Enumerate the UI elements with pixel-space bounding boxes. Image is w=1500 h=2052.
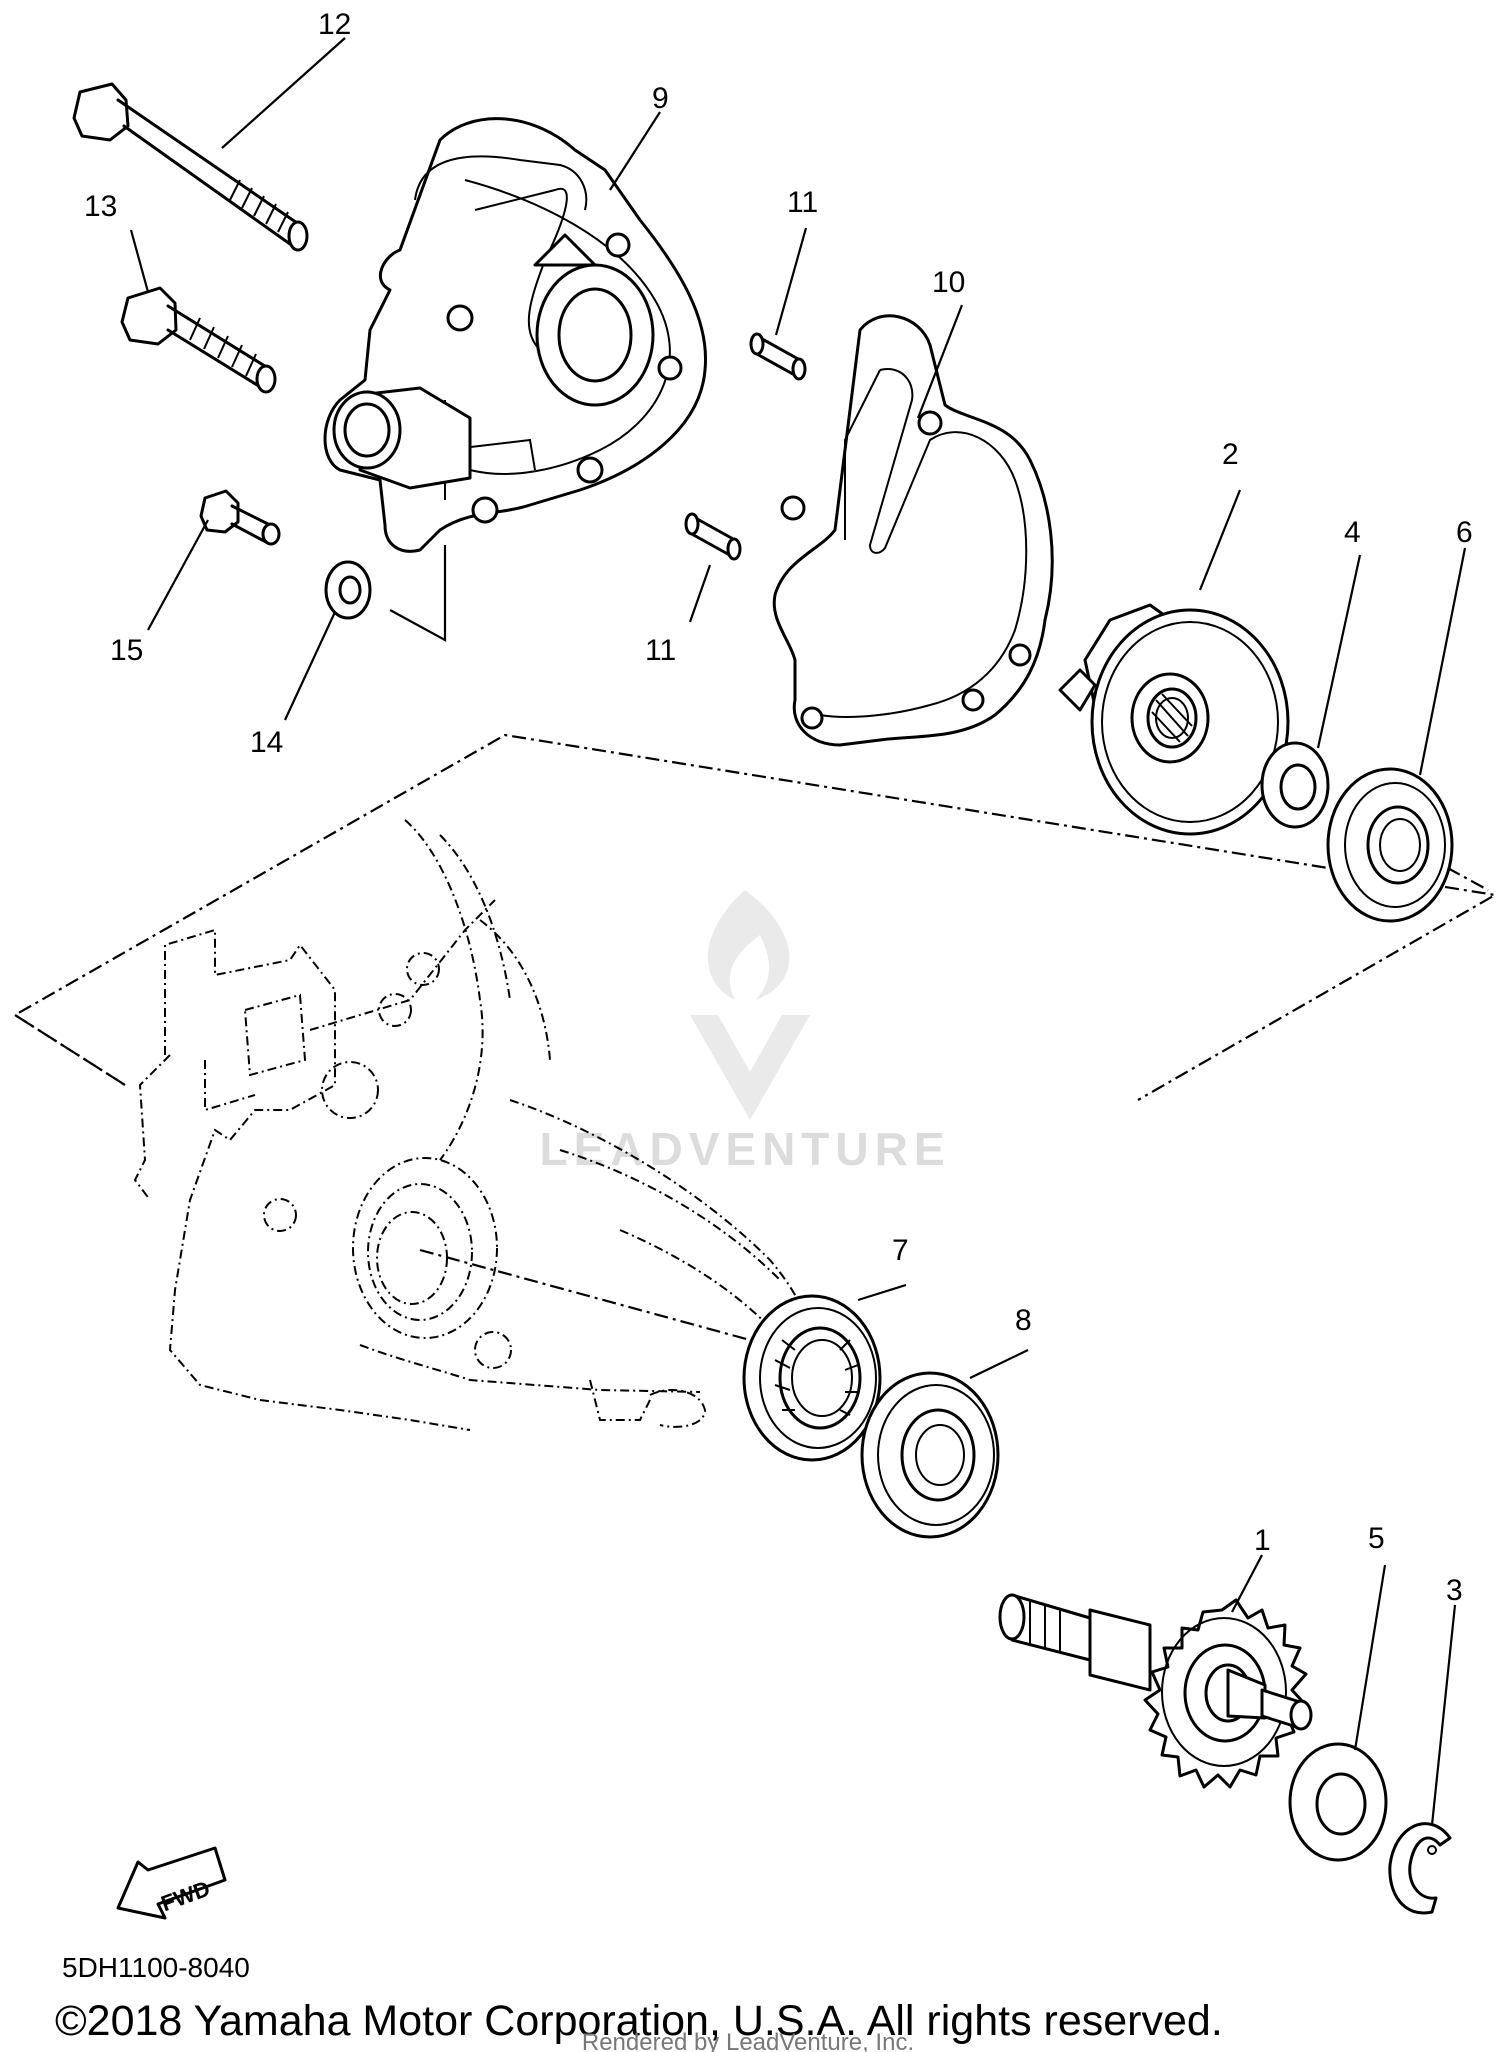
impeller-shaft <box>998 1593 1313 1789</box>
callout-leaders <box>129 37 1467 1826</box>
callout-4: 4 <box>1344 516 1361 549</box>
callout-2: 2 <box>1222 438 1239 471</box>
bearing <box>742 1294 882 1462</box>
diagram-code: 5DH1100-8040 <box>62 1952 250 1983</box>
oil-seal-washer <box>1260 741 1330 829</box>
callout-11-lower: 11 <box>645 634 676 667</box>
callout-3: 3 <box>1446 1574 1463 1607</box>
dowel-pin-lower <box>684 512 742 561</box>
leadventure-watermark <box>690 890 810 1120</box>
bearing-axis-line <box>419 1248 751 1342</box>
oil-seal-8 <box>860 1371 1000 1539</box>
callout-12: 12 <box>318 8 351 41</box>
copyright-line: ©2018 Yamaha Motor Corporation, U.S.A. A… <box>55 1997 1223 2045</box>
long-bolt <box>72 82 309 252</box>
watermark-text: LEADVENTURE <box>539 1123 950 1175</box>
callout-14: 14 <box>250 726 283 759</box>
shaft-axis-line <box>1399 841 1489 891</box>
washer-5 <box>1288 1742 1388 1862</box>
callout-13: 13 <box>84 190 117 223</box>
impeller <box>1058 603 1290 836</box>
callout-10: 10 <box>932 266 965 299</box>
callout-numbers: 1 2 3 4 5 6 7 8 9 10 11 11 12 13 14 15 <box>84 8 1473 1607</box>
crankcase-phantom <box>133 819 821 1431</box>
washer-14 <box>324 560 372 620</box>
fwd-direction-arrow: FWD <box>116 1846 227 1920</box>
circlip <box>1388 1822 1452 1915</box>
callout-7: 7 <box>892 1234 909 1267</box>
callout-15: 15 <box>110 634 143 667</box>
rendered-by: Rendered by LeadVenture, Inc. <box>582 2029 914 2052</box>
gasket <box>772 314 1054 747</box>
callout-5: 5 <box>1368 1522 1385 1555</box>
callout-8: 8 <box>1015 1304 1032 1337</box>
callout-6: 6 <box>1456 516 1473 549</box>
callout-1: 1 <box>1254 1524 1271 1557</box>
housing-spigot <box>332 386 472 490</box>
oil-seal <box>1326 767 1454 923</box>
washer-14-pointer <box>389 545 447 642</box>
callout-9: 9 <box>652 82 669 115</box>
bolt-13 <box>120 286 277 394</box>
envelope-tail <box>14 1014 126 1086</box>
short-bolt <box>199 489 281 546</box>
assembly-envelope <box>12 733 1499 1101</box>
callout-11-upper: 11 <box>787 186 818 219</box>
pump-housing-cover <box>323 117 708 553</box>
dowel-pin-upper <box>749 332 807 381</box>
